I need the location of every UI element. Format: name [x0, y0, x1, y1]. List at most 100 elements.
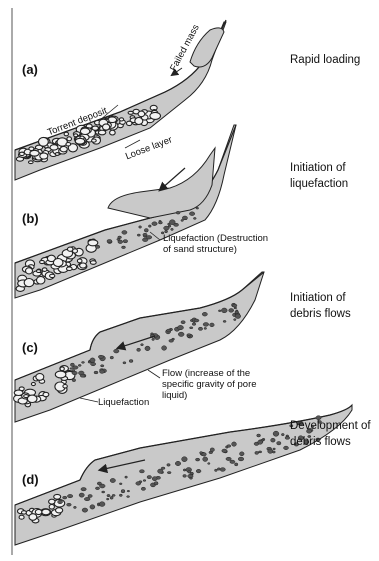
pebble	[92, 126, 98, 130]
pebble	[63, 496, 67, 499]
pebble	[148, 225, 151, 227]
pebble	[181, 321, 185, 324]
pebble	[220, 468, 225, 472]
pebble	[152, 477, 157, 481]
pebble	[233, 304, 237, 307]
pebble	[81, 488, 86, 491]
pebble	[171, 228, 174, 230]
pebble	[192, 323, 196, 326]
pebble	[210, 323, 215, 327]
pebble	[183, 469, 186, 471]
pebble	[222, 449, 227, 453]
pebble	[202, 453, 207, 457]
pebble	[64, 132, 68, 136]
pebble	[229, 309, 234, 313]
pebble	[79, 493, 84, 497]
pebble	[82, 508, 88, 512]
pebble	[285, 437, 290, 440]
liquefaction-c-leader	[80, 398, 98, 402]
pebble	[50, 274, 55, 277]
pebble	[175, 461, 180, 465]
pebble	[137, 234, 140, 236]
pebble	[60, 367, 64, 371]
pebble	[181, 219, 184, 221]
pebble	[258, 451, 261, 453]
pebble	[70, 368, 73, 370]
pebble	[74, 506, 77, 508]
pebble	[235, 463, 238, 466]
pebble	[240, 452, 245, 456]
pebble	[190, 319, 193, 321]
pebble	[107, 494, 110, 496]
pebble	[42, 268, 47, 272]
pebble	[138, 111, 145, 117]
pebble	[91, 362, 96, 366]
pebble	[158, 469, 163, 473]
pebble	[82, 362, 85, 364]
pebble	[152, 338, 155, 340]
pebble	[172, 338, 175, 340]
pebble	[78, 364, 81, 366]
pebble	[271, 438, 275, 442]
pebble	[75, 138, 84, 144]
pebble	[67, 267, 73, 271]
pebble	[77, 259, 82, 263]
pebble	[178, 332, 184, 336]
pebble	[187, 335, 190, 337]
pebble	[281, 433, 284, 435]
pebble	[190, 327, 193, 329]
pebble	[159, 220, 161, 222]
pebble	[119, 494, 122, 496]
pebble	[88, 495, 92, 498]
pebble	[58, 500, 63, 504]
pebble	[223, 320, 226, 322]
pebble	[183, 475, 187, 478]
pebble	[103, 124, 110, 130]
pebble	[162, 346, 167, 351]
pebble	[72, 379, 76, 382]
pebble	[137, 348, 141, 351]
pebble	[127, 490, 130, 492]
pebble	[49, 499, 55, 504]
pebble	[119, 483, 122, 485]
liquefaction-c-label: Liquefaction	[98, 397, 149, 408]
pebble	[110, 478, 115, 482]
pebble	[26, 268, 33, 274]
pebble	[147, 476, 151, 479]
pebble	[196, 207, 199, 209]
pebble	[196, 469, 201, 473]
flow-c-leader	[148, 370, 160, 378]
stage-label-c: (c)	[22, 340, 38, 355]
pebble	[55, 371, 66, 378]
pebble	[232, 442, 237, 446]
pebble	[35, 509, 42, 514]
pebble	[84, 497, 90, 500]
pebble	[31, 382, 35, 385]
pebble	[110, 130, 116, 135]
pebble	[20, 152, 25, 155]
pebble	[152, 222, 157, 226]
pebble	[226, 457, 231, 460]
pebble	[227, 445, 231, 448]
pebble	[230, 460, 235, 463]
pebble	[68, 247, 73, 251]
pebble	[90, 261, 96, 265]
pebble	[112, 494, 115, 496]
pebble	[101, 365, 104, 367]
pebble	[80, 128, 89, 134]
pebble	[30, 150, 39, 156]
pebble	[125, 476, 128, 478]
pebble	[29, 514, 37, 521]
pebble	[88, 240, 98, 246]
pebble	[42, 509, 50, 515]
pebble	[19, 515, 24, 519]
pebble	[37, 276, 45, 284]
liquefaction-b-label: Liquefaction (Destruction of sand struct…	[163, 233, 273, 255]
pebble	[284, 446, 289, 450]
pebble	[67, 494, 72, 497]
pebble	[140, 470, 145, 473]
pebble	[215, 469, 218, 471]
pebble	[208, 463, 210, 465]
pebble	[95, 487, 99, 490]
